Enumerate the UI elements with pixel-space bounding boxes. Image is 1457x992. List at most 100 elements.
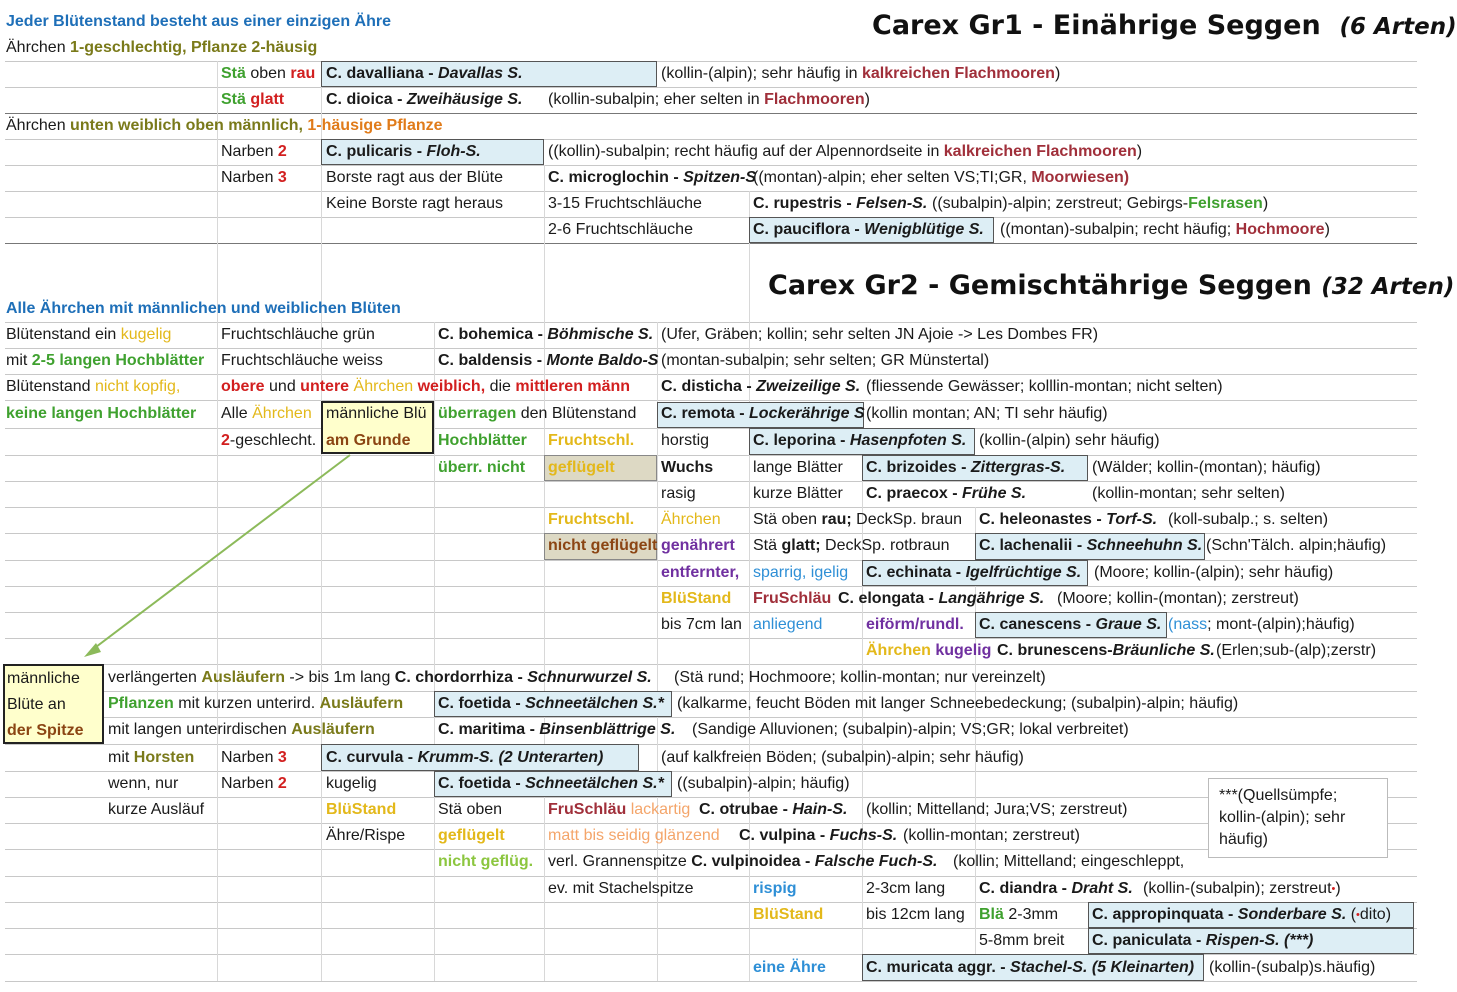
highlight-cell (321, 744, 639, 771)
key-cell: lange Blätter (753, 459, 843, 476)
species-name: C. brizoides - Zittergras-S. (866, 459, 1066, 476)
highlight-cell (321, 139, 544, 165)
key-cell: Blä 2-3mm (979, 906, 1059, 923)
key-cell: geflügelt (548, 459, 615, 476)
key-cell: nicht geflüg. (438, 853, 534, 870)
highlight-cell (1088, 902, 1414, 928)
species-name: C. vulpina - Fuchs-S. (739, 827, 898, 844)
key-cell: Keine Borste ragt heraus (326, 195, 503, 212)
highlight-cell (862, 954, 1204, 981)
key-cell: männliche Blü (326, 405, 427, 422)
key-cell: Blütenstand nicht kopfig, (6, 378, 181, 395)
key-cell: rispig (753, 880, 797, 897)
species-name: C. pauciflora - Wenigblütige S. (753, 221, 984, 238)
species-name: C. disticha - Zweizeilige S. (661, 378, 861, 395)
key-cell: verlängerten Ausläufern -> bis 1m lang C… (108, 669, 652, 686)
key-cell: eiförm/rundl. (866, 616, 964, 633)
key-cell: rasig (661, 485, 696, 502)
key-cell: BlüStand (326, 801, 397, 818)
section-title: Carex Gr2 - Gemischtährige Seggen (32 Ar… (768, 270, 1455, 301)
species-description: (kollin montan; AN; TI sehr häufig) (866, 405, 1108, 422)
yellow-callout-cell (3, 664, 104, 744)
key-cell: Fruchtschl. (548, 432, 635, 449)
highlight-cell (975, 533, 1205, 560)
species-name: C. diandra - Draht S. (979, 880, 1133, 897)
species-description: (kollin; Mittelland; Jura;VS; zerstreut) (866, 801, 1128, 818)
species-name: C. foetida - Schneetälchen S.* (438, 695, 664, 712)
species-name: C. leporina - Hasenpfoten S. (753, 432, 967, 449)
species-name: C. lachenalii - Schneehuhn S. (979, 537, 1203, 554)
key-cell: Pflanzen mit kurzen unterird. Ausläufern (108, 695, 404, 712)
key-cell: BlüStand (753, 906, 824, 923)
species-description: ((subalpin)-alpin; zerstreut; Gebirgs-Fe… (932, 195, 1269, 212)
key-cell: Blütenstand ein kugelig (6, 326, 172, 343)
species-description: (Stä rund; Hochmoore; kollin-montan; nur… (674, 669, 1046, 686)
key-cell: Hochblätter (438, 432, 527, 449)
key-cell: Alle Ährchen (221, 405, 312, 422)
highlight-cell (434, 691, 672, 717)
species-name: C. rupestris - Felsen-S. (753, 195, 928, 212)
key-cell: FruSchläu lackartig (548, 801, 691, 818)
highlight-cell (1088, 928, 1414, 954)
section-intro: Alle Ährchen mit männlichen und weiblich… (6, 300, 401, 317)
key-cell: BlüStand (661, 590, 732, 607)
species-name: C. microglochin - Spitzen-S (548, 169, 757, 186)
khaki-cell (544, 533, 657, 560)
highlight-cell (657, 402, 864, 428)
species-description: (kollin-montan; zerstreut) (903, 827, 1080, 844)
key-cell: kurze Blätter (753, 485, 843, 502)
key-cell: 2-geschlecht. (221, 432, 317, 449)
species-description: (koll-subalp.; s. selten) (1168, 511, 1329, 528)
key-cell: eine Ähre (753, 959, 826, 976)
key-row: Ährchen 1-geschlechtig, Pflanze 2-häusig (6, 39, 318, 56)
key-cell: Ährchen (661, 511, 721, 528)
key-cell: geflügelt (438, 827, 505, 844)
page-title: Carex Gr1 - Einährige Seggen (6 Arten) (872, 10, 1457, 41)
key-cell: Stä oben (438, 801, 503, 818)
key-cell: Narben 2 (221, 143, 287, 160)
key-cell: Stä glatt; DeckSp. rotbraun (753, 537, 950, 554)
key-cell: der Spitze (7, 722, 84, 739)
footnote-box: ***(Quellsümpfe; kollin-(alpin); sehr hä… (1208, 778, 1388, 858)
key-cell: sparrig, igelig (753, 564, 849, 581)
key-cell: matt bis seidig glänzend (548, 827, 720, 844)
species-name: C. curvula - Krumm-S. (2 Unterarten) (326, 749, 604, 766)
species-name: C. bohemica - Böhmische S. (438, 326, 654, 343)
key-cell: Fruchtschl. (548, 511, 635, 528)
species-name: C. praecox - Frühe S. (866, 485, 1027, 502)
species-description: (kollin-(subalpin); zerstreut•) (1143, 880, 1341, 897)
species-description: ((subalpin)-alpin; häufig) (677, 775, 850, 792)
key-cell: mit Horsten (108, 749, 195, 766)
key-cell: obere und untere Ährchen weiblich, die m… (221, 378, 631, 395)
key-cell: Narben 2 (221, 775, 287, 792)
species-description: (kollin-montan; sehr selten) (1092, 485, 1285, 502)
key-cell: keine langen Hochblätter (6, 405, 197, 422)
species-description: (Moore; kollin-(montan); zerstreut) (1057, 590, 1299, 607)
key-cell: 3-15 Fruchtschläuche (548, 195, 702, 212)
species-description: (Schn'Tälch. alpin;häufig) (1206, 537, 1387, 554)
key-cell: wenn, nur (108, 775, 179, 792)
species-description: (Erlen;sub-(alp);zerstr) (1216, 642, 1377, 659)
khaki-cell (544, 455, 657, 481)
species-description: (Ufer, Gräben; kollin; sehr selten JN Aj… (661, 326, 1099, 343)
section-intro: Jeder Blütenstand besteht aus einer einz… (6, 13, 391, 30)
species-description: (kollin-(alpin); sehr häufig in kalkreic… (661, 65, 1061, 82)
species-name: C. maritima - Binsenblättrige S. (438, 721, 676, 738)
species-description: (nass; mont-(alpin);häufig) (1168, 616, 1355, 633)
key-cell: Narben 3 (221, 169, 287, 186)
species-description: ((montan)-alpin; eher selten VS;TI;GR, M… (753, 169, 1130, 186)
species-description: (kollin-(alpin) sehr häufig) (979, 432, 1160, 449)
key-cell: männliche (7, 670, 80, 687)
highlight-cell (434, 771, 672, 797)
species-name: C. foetida - Schneetälchen S.* (438, 775, 664, 792)
key-cell: anliegend (753, 616, 823, 633)
species-name: C. canescens - Graue S. (979, 616, 1162, 633)
species-name: C. muricata aggr. - Stachel-S. (5 Kleina… (866, 959, 1195, 976)
key-cell: Stä oben rau; DeckSp. braun (753, 511, 963, 528)
key-cell: Ährchen kugelig (866, 642, 992, 659)
species-description: (kalkarme, feucht Böden mit langer Schne… (677, 695, 1239, 712)
highlight-cell (749, 217, 994, 243)
key-cell: bis 12cm lang (866, 906, 965, 923)
key-cell: mit 2-5 langen Hochblätter (6, 352, 205, 369)
species-description: (Moore; kollin-(alpin); sehr häufig) (1094, 564, 1334, 581)
